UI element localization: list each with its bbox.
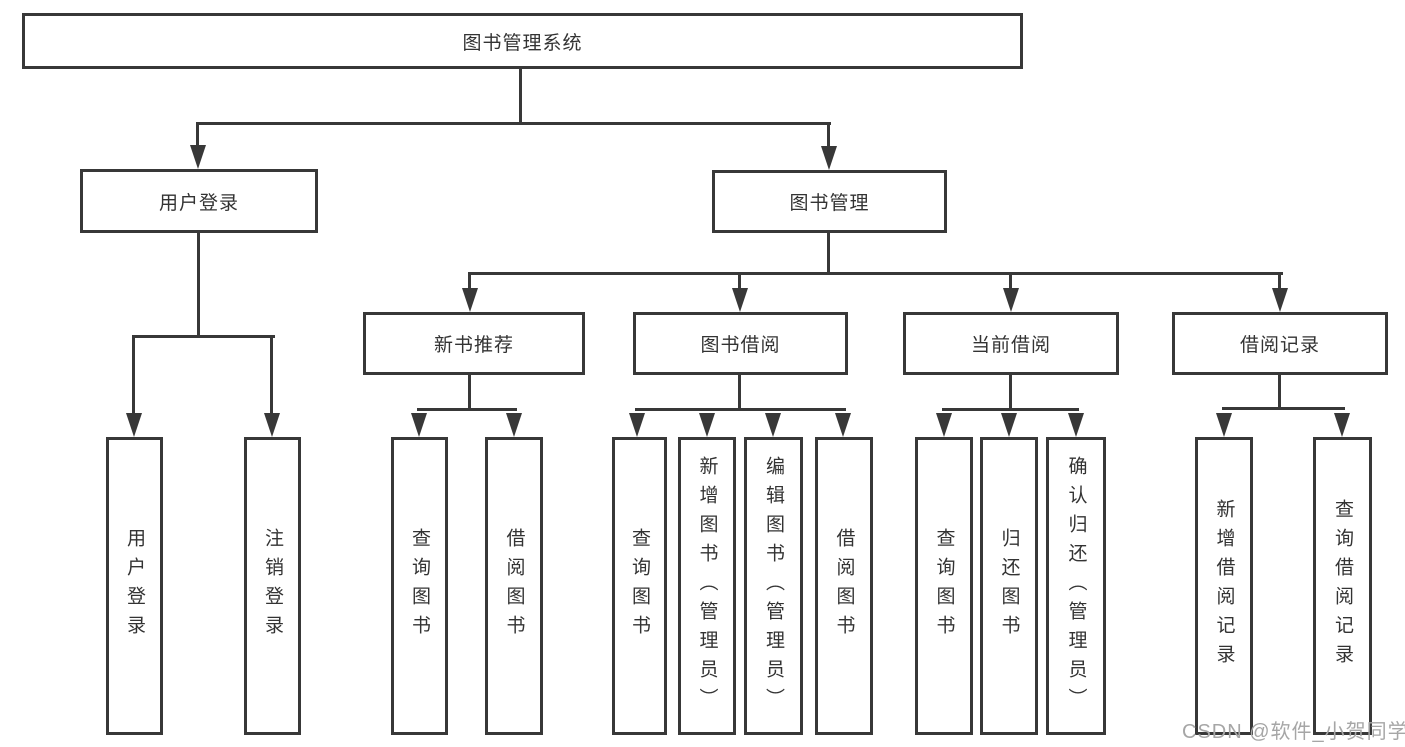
arrow-down-icon bbox=[126, 413, 142, 437]
connector-line bbox=[827, 122, 830, 147]
connector-line bbox=[196, 122, 199, 146]
arrow-down-icon bbox=[1334, 413, 1350, 437]
leaf-label: 查询借阅记录 bbox=[1332, 499, 1353, 673]
leaf-label: 借阅图书 bbox=[503, 528, 525, 644]
connector-line bbox=[1222, 407, 1345, 410]
node-label: 借阅记录 bbox=[1239, 335, 1320, 356]
connector-line bbox=[519, 69, 522, 125]
csdn-watermark: CSDN @软件_小贺同学 bbox=[1182, 721, 1405, 743]
connector-line bbox=[270, 335, 273, 415]
connector-line bbox=[738, 272, 741, 290]
arrow-down-icon bbox=[699, 413, 715, 437]
connector-line bbox=[197, 122, 831, 125]
leaf-label: 查询图书 bbox=[933, 528, 955, 644]
leaf-borrowing-edit-books-admin: 编辑图书（管理员） bbox=[744, 437, 803, 735]
connector-line bbox=[827, 233, 830, 275]
leaf-current-return-books: 归还图书 bbox=[980, 437, 1038, 735]
connector-line bbox=[132, 335, 275, 338]
arrow-down-icon bbox=[411, 413, 427, 437]
leaf-borrowing-borrow-books: 借阅图书 bbox=[815, 437, 873, 735]
connector-line bbox=[942, 408, 1079, 411]
node-library-system: 图书管理系统 bbox=[22, 13, 1023, 69]
arrow-down-icon bbox=[835, 413, 851, 437]
arrow-down-icon bbox=[190, 145, 206, 169]
connector-line bbox=[132, 335, 135, 415]
arrow-down-icon bbox=[1001, 413, 1017, 437]
arrow-down-icon bbox=[732, 288, 748, 312]
connector-line bbox=[468, 272, 1283, 275]
connector-line bbox=[468, 272, 471, 290]
arrow-down-icon bbox=[821, 146, 837, 170]
node-user-login: 用户登录 bbox=[80, 169, 318, 233]
leaf-label: 归还图书 bbox=[998, 528, 1020, 644]
node-current-borrowing: 当前借阅 bbox=[903, 312, 1119, 375]
node-new-book-recommend: 新书推荐 bbox=[363, 312, 585, 375]
leaf-label: 编辑图书（管理员） bbox=[763, 455, 784, 717]
arrow-down-icon bbox=[1068, 413, 1084, 437]
arrow-down-icon bbox=[1272, 288, 1288, 312]
leaf-recommend-query-books: 查询图书 bbox=[391, 437, 448, 735]
leaf-borrowing-query-books: 查询图书 bbox=[612, 437, 667, 735]
node-label: 图书管理系统 bbox=[462, 32, 583, 54]
connector-line bbox=[1009, 272, 1012, 290]
leaf-current-confirm-return-admin: 确认归还（管理员） bbox=[1046, 437, 1106, 735]
leaf-label: 新增图书（管理员） bbox=[696, 455, 718, 717]
leaf-recommend-borrow-books: 借阅图书 bbox=[485, 437, 543, 735]
node-label: 当前借阅 bbox=[970, 335, 1051, 356]
connector-line bbox=[738, 375, 741, 411]
connector-line bbox=[468, 375, 471, 411]
connector-line bbox=[197, 233, 200, 338]
leaf-label: 新增借阅记录 bbox=[1213, 499, 1235, 673]
leaf-label: 用户登录 bbox=[124, 528, 145, 644]
leaf-record-query: 查询借阅记录 bbox=[1313, 437, 1372, 735]
node-label: 图书管理 bbox=[789, 193, 870, 214]
leaf-user-login: 用户登录 bbox=[106, 437, 163, 735]
node-borrow-records: 借阅记录 bbox=[1172, 312, 1388, 375]
leaf-record-add: 新增借阅记录 bbox=[1195, 437, 1253, 735]
leaf-label: 查询图书 bbox=[629, 528, 650, 644]
leaf-current-query-books: 查询图书 bbox=[915, 437, 973, 735]
connector-line bbox=[1009, 375, 1012, 411]
arrow-down-icon bbox=[765, 413, 781, 437]
arrow-down-icon bbox=[264, 413, 280, 437]
node-book-borrowing: 图书借阅 bbox=[633, 312, 848, 375]
connector-line bbox=[417, 408, 517, 411]
node-label: 图书借阅 bbox=[700, 335, 781, 356]
node-label: 用户登录 bbox=[158, 192, 239, 214]
arrow-down-icon bbox=[462, 288, 478, 312]
connector-line bbox=[1278, 272, 1281, 290]
arrow-down-icon bbox=[629, 413, 645, 437]
connector-line bbox=[635, 408, 846, 411]
node-label: 新书推荐 bbox=[433, 335, 514, 356]
arrow-down-icon bbox=[1003, 288, 1019, 312]
connector-line bbox=[1278, 375, 1281, 410]
leaf-label: 确认归还（管理员） bbox=[1065, 455, 1087, 717]
arrow-down-icon bbox=[506, 413, 522, 437]
arrow-down-icon bbox=[1216, 413, 1232, 437]
leaf-label: 借阅图书 bbox=[833, 528, 855, 644]
leaf-label: 注销登录 bbox=[262, 528, 283, 644]
leaf-borrowing-add-books-admin: 新增图书（管理员） bbox=[678, 437, 736, 735]
arrow-down-icon bbox=[936, 413, 952, 437]
leaf-label: 查询图书 bbox=[409, 528, 430, 644]
node-book-management: 图书管理 bbox=[712, 170, 947, 233]
leaf-logout: 注销登录 bbox=[244, 437, 301, 735]
